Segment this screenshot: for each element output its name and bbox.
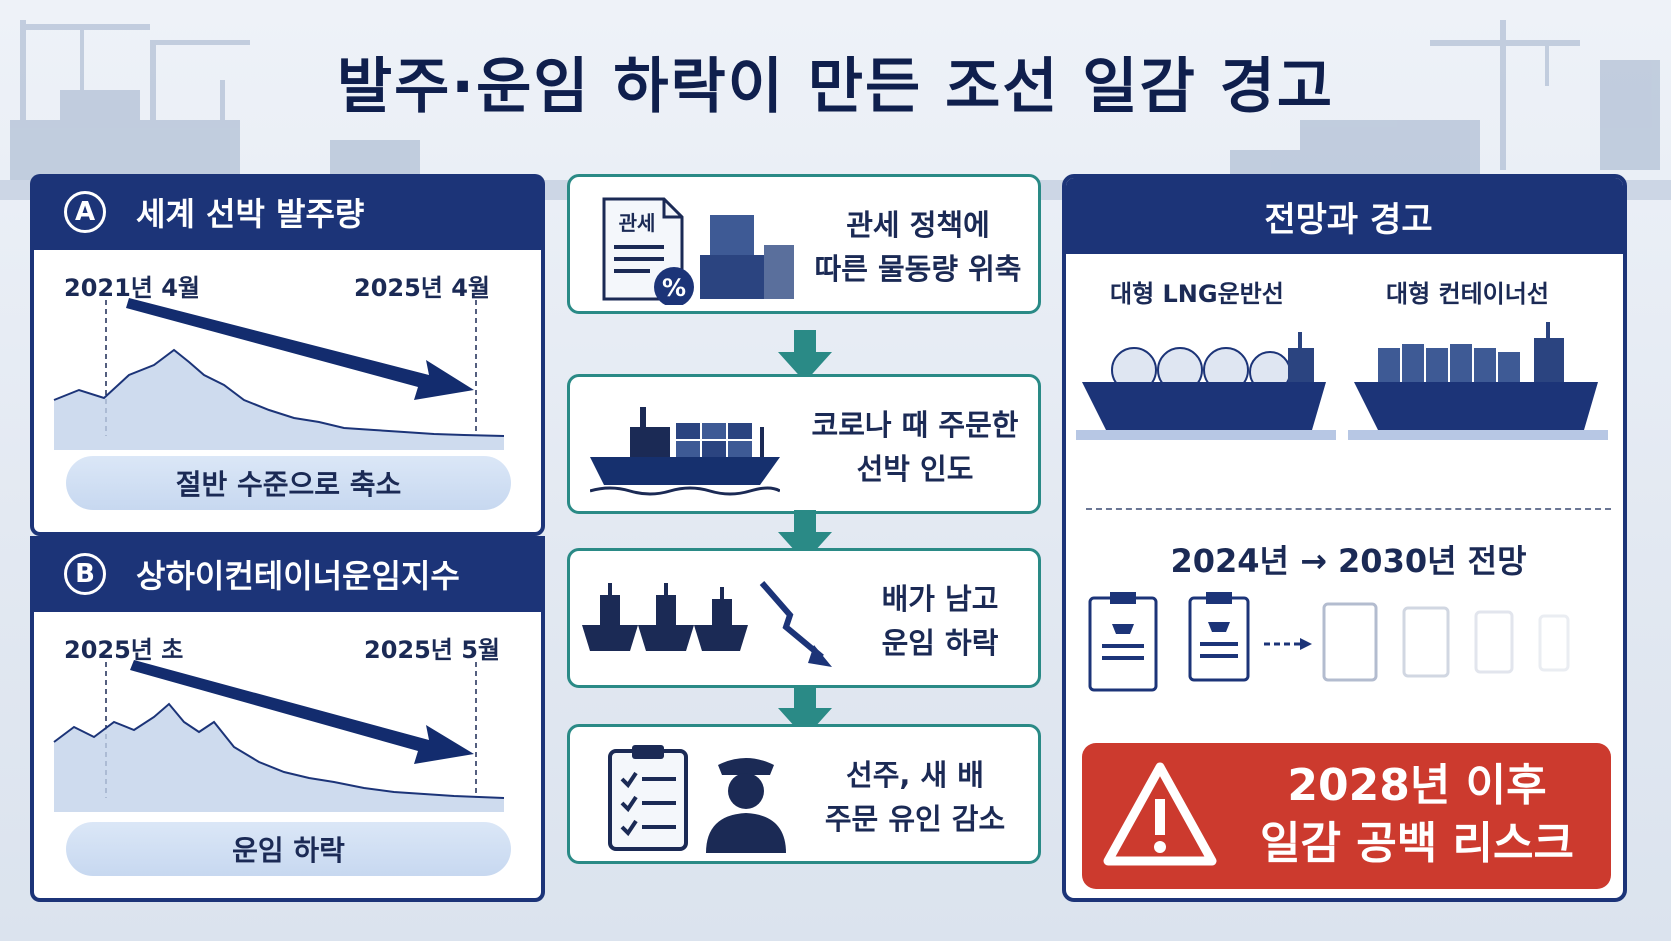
left-panel: A 세계 선박 발주량 2021년 4월 2025년 4월 절반 수준으로 축소… bbox=[30, 174, 545, 902]
section-a-title: 세계 선박 발주량 bbox=[136, 195, 365, 233]
flow-step-4: 선주, 새 배 주문 유인 감소 bbox=[567, 724, 1041, 864]
warning-triangle-icon bbox=[1103, 762, 1217, 866]
risk-warning-line2: 일감 공백 리스크 bbox=[1260, 818, 1574, 869]
section-a-date-end: 2025년 4월 bbox=[354, 274, 491, 302]
flow-step-3-line2: 운임 하락 bbox=[881, 626, 999, 660]
lng-carrier-icon bbox=[1076, 332, 1336, 440]
main-title: 발주·운임 하락이 만든 조선 일감 경고 bbox=[336, 52, 1335, 122]
flow-step-3: 배가 남고 운임 하락 bbox=[567, 548, 1041, 688]
section-b-line bbox=[53, 702, 505, 799]
container-ship-icon bbox=[590, 407, 780, 496]
large-container-ship-icon bbox=[1348, 322, 1608, 440]
section-a-trend-arrow bbox=[126, 298, 474, 400]
section-a-chart: 2021년 4월 2025년 4월 절반 수준으로 축소 bbox=[30, 250, 545, 536]
section-b-area bbox=[54, 704, 504, 812]
outlook-panel: 전망과 경고 대형 LNG운반선 대형 컨테이너선 2024년 → 2030년 … bbox=[1062, 174, 1627, 902]
flow-step-4-line2: 주문 유인 감소 bbox=[824, 802, 1006, 836]
tariff-icon-symbol: % bbox=[661, 274, 687, 302]
flow-step-3-line1: 배가 남고 bbox=[881, 582, 999, 616]
flow-step-2-text: 코로나 때 주문한 선박 인도 bbox=[790, 403, 1040, 491]
section-b-badge: B bbox=[64, 553, 106, 595]
flow-step-4-text: 선주, 새 배 주문 유인 감소 bbox=[790, 753, 1040, 841]
section-b-date-start: 2025년 초 bbox=[64, 636, 184, 664]
ships-decline-icon bbox=[582, 581, 832, 667]
flow-step-2-line2: 선박 인도 bbox=[856, 452, 974, 486]
section-a-date-start: 2021년 4월 bbox=[64, 274, 201, 302]
section-a-area bbox=[54, 350, 504, 450]
outlook-title: 전망과 경고 bbox=[1066, 178, 1623, 254]
lng-carrier-label: 대형 LNG운반선 bbox=[1110, 280, 1284, 308]
flow-arrow-3 bbox=[778, 686, 832, 738]
section-a-trend-svg bbox=[53, 298, 505, 450]
flow-step-1: 관세 % 관세 정책에 따른 물동량 위축 bbox=[567, 174, 1041, 314]
flow-step-1-text: 관세 정책에 따른 물동량 위축 bbox=[798, 203, 1038, 291]
order-decline-clipboards-icon bbox=[1088, 592, 1570, 692]
outlook-divider bbox=[1086, 508, 1611, 510]
flow-arrow-1 bbox=[778, 330, 832, 382]
shipowner-checklist-icon bbox=[608, 745, 786, 853]
flow-step-2: 코로나 때 주문한 선박 인도 bbox=[567, 374, 1041, 514]
flow-step-1-line1: 관세 정책에 bbox=[846, 208, 990, 242]
risk-warning-text: 2028년 이후 일감 공백 리스크 bbox=[1232, 757, 1602, 873]
section-b-trend-arrow bbox=[130, 660, 474, 764]
section-a-header: A 세계 선박 발주량 bbox=[30, 174, 545, 250]
section-a-caption: 절반 수준으로 축소 bbox=[66, 456, 511, 510]
flow-step-3-text: 배가 남고 운임 하락 bbox=[840, 577, 1040, 665]
flow-arrow-2 bbox=[778, 510, 832, 562]
outlook-period: 2024년 → 2030년 전망 bbox=[1170, 542, 1527, 580]
section-a-badge: A bbox=[64, 191, 106, 233]
flow-step-2-line1: 코로나 때 주문한 bbox=[811, 408, 1019, 442]
flow-step-4-line1: 선주, 새 배 bbox=[846, 758, 984, 792]
section-b-chart: 2025년 초 2025년 5월 운임 하락 bbox=[30, 612, 545, 902]
container-ship-label: 대형 컨테이너선 bbox=[1386, 280, 1549, 308]
flow-step-1-line2: 따른 물동량 위축 bbox=[814, 252, 1022, 286]
section-a-line bbox=[53, 348, 505, 437]
section-b-caption: 운임 하락 bbox=[66, 822, 511, 876]
risk-warning-box: 2028년 이후 일감 공백 리스크 bbox=[1082, 743, 1611, 889]
tariff-document-icon bbox=[602, 197, 794, 305]
section-b-date-end: 2025년 5월 bbox=[364, 636, 501, 664]
section-b-title: 상하이컨테이너운임지수 bbox=[136, 557, 460, 595]
tariff-icon-label: 관세 bbox=[618, 211, 656, 235]
section-b-header: B 상하이컨테이너운임지수 bbox=[30, 536, 545, 612]
section-b-trend-svg bbox=[53, 660, 505, 812]
risk-warning-line1: 2028년 이후 bbox=[1287, 760, 1547, 811]
